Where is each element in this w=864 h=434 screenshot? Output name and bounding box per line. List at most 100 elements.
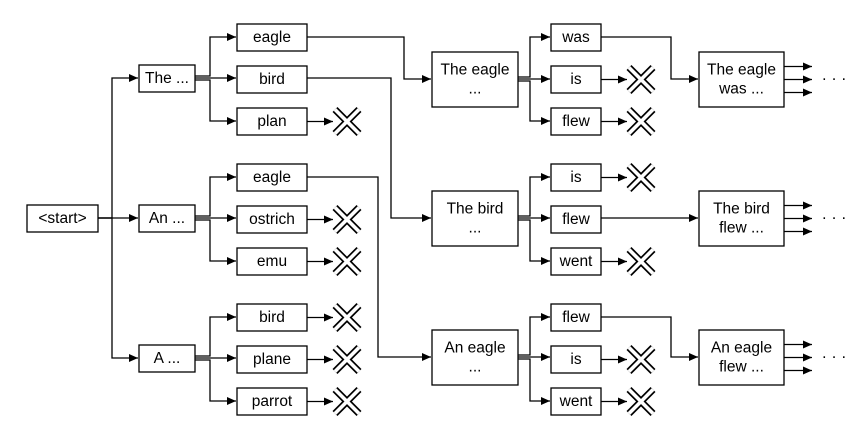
node-box bbox=[550, 65, 602, 94]
node-box bbox=[698, 51, 785, 108]
node-label: An eagle bbox=[444, 340, 505, 357]
node-ae-went: went bbox=[550, 387, 602, 416]
node-box bbox=[550, 247, 602, 276]
rejected-x-icon bbox=[626, 163, 656, 192]
edges-layer: · · · · · · · · · bbox=[98, 33, 847, 406]
node-ae-flew: flew bbox=[550, 303, 602, 332]
node-box bbox=[138, 204, 196, 233]
edge-an-to-an-eagle-w bbox=[195, 173, 236, 217]
node-the-bird-w: bird bbox=[236, 65, 308, 94]
node-box bbox=[138, 344, 196, 373]
node-label: The bird bbox=[713, 201, 770, 218]
node-start: <start> bbox=[26, 204, 99, 233]
node-label: flew bbox=[562, 113, 590, 130]
node-label: emu bbox=[257, 253, 287, 270]
ellipsis-label: · · · bbox=[822, 210, 847, 227]
node-label: was bbox=[561, 29, 590, 46]
node-a: A ... bbox=[138, 344, 196, 373]
node-box bbox=[236, 163, 308, 192]
node-label: flew ... bbox=[719, 359, 764, 376]
edge-te-was-to-the-eagle-was bbox=[601, 36, 698, 83]
rejected-x-icon bbox=[626, 107, 656, 136]
node-the-bird: The bird... bbox=[431, 190, 519, 247]
node-box bbox=[550, 345, 602, 374]
edge-the-to-the-eagle-w bbox=[195, 33, 236, 77]
edge-the-to-the-plan-w bbox=[195, 79, 236, 125]
node-box bbox=[550, 23, 602, 52]
ellipsis-label: · · · bbox=[822, 71, 847, 88]
node-label: The bird bbox=[447, 201, 504, 218]
node-label: flew bbox=[562, 211, 590, 228]
node-box bbox=[26, 204, 99, 233]
node-box bbox=[236, 205, 308, 234]
node-label: was ... bbox=[718, 81, 764, 98]
rejected-x-icon bbox=[332, 205, 362, 234]
node-label: flew bbox=[562, 309, 590, 326]
edge-the-eagle-w-to-the-eagle bbox=[307, 36, 431, 83]
node-an-emu-w: emu bbox=[236, 247, 308, 276]
node-box bbox=[236, 247, 308, 276]
node-box bbox=[431, 51, 519, 108]
node-an-eagle-flew: An eagle flew ... bbox=[698, 329, 785, 386]
node-label: ... bbox=[469, 220, 482, 237]
node-box bbox=[431, 190, 519, 247]
node-an-ostrich-w: ostrich bbox=[236, 205, 308, 234]
node-label: The ... bbox=[145, 70, 189, 87]
node-box bbox=[698, 190, 785, 247]
node-label: The eagle bbox=[441, 62, 510, 79]
edge-start-to-the bbox=[98, 74, 138, 219]
rejected-x-icon bbox=[332, 107, 362, 136]
node-label: ... bbox=[469, 359, 482, 376]
node-tb-went: went bbox=[550, 247, 602, 276]
node-label: The eagle bbox=[707, 62, 776, 79]
node-label: An eagle bbox=[711, 340, 772, 357]
node-label: bird bbox=[259, 71, 285, 88]
node-label: bird bbox=[259, 309, 285, 326]
node-label: flew ... bbox=[719, 220, 764, 237]
node-box bbox=[550, 163, 602, 192]
node-an-eagle: An eagle... bbox=[431, 329, 519, 386]
node-box bbox=[550, 387, 602, 416]
edge-start-to-a bbox=[98, 217, 138, 362]
node-a-parrot-w: parrot bbox=[236, 387, 308, 416]
ellipsis-label: · · · bbox=[822, 349, 847, 366]
node-label: ... bbox=[469, 81, 482, 98]
rejected-x-icon bbox=[332, 387, 362, 416]
node-the-eagle-was: The eagle was ... bbox=[698, 51, 785, 108]
node-label: went bbox=[559, 393, 593, 410]
node-a-bird-w: bird bbox=[236, 303, 308, 332]
node-te-is: is bbox=[550, 65, 602, 94]
edge-an-eagle-w-to-an-eagle bbox=[307, 176, 431, 361]
node-the-bird-flew: The bird flew ... bbox=[698, 190, 785, 247]
node-box bbox=[698, 329, 785, 386]
node-te-was: was bbox=[550, 23, 602, 52]
node-label: A ... bbox=[154, 350, 181, 367]
node-ae-is: is bbox=[550, 345, 602, 374]
nodes-layer: <start>The ...An ...A ...eaglebirdplanea… bbox=[26, 23, 785, 416]
rejected-x-icon bbox=[626, 247, 656, 276]
node-tb-flew: flew bbox=[550, 205, 602, 234]
edge-a-to-a-bird-w bbox=[195, 313, 236, 357]
continuation-the-eagle-was: · · · bbox=[784, 62, 847, 97]
node-label: is bbox=[570, 71, 581, 88]
node-an-eagle-w: eagle bbox=[236, 163, 308, 192]
node-label: An ... bbox=[149, 210, 185, 227]
node-box bbox=[550, 205, 602, 234]
node-te-flew: flew bbox=[550, 107, 602, 136]
node-the-eagle: The eagle... bbox=[431, 51, 519, 108]
edge-an-eagle-to-ae-went bbox=[518, 358, 550, 405]
node-box bbox=[431, 329, 519, 386]
edge-the-eagle-to-te-was bbox=[518, 33, 550, 78]
node-box bbox=[236, 23, 308, 52]
rejected-x-icon bbox=[626, 345, 656, 374]
node-box bbox=[236, 65, 308, 94]
node-label: plane bbox=[253, 351, 291, 368]
node-an: An ... bbox=[138, 204, 196, 233]
edge-an-to-an-emu-w bbox=[195, 219, 236, 265]
node-tb-is: is bbox=[550, 163, 602, 192]
node-the-plan-w: plan bbox=[236, 107, 308, 136]
edge-a-to-a-parrot-w bbox=[195, 359, 236, 405]
edge-the-bird-to-tb-is bbox=[518, 173, 550, 217]
node-a-plane-w: plane bbox=[236, 345, 308, 374]
